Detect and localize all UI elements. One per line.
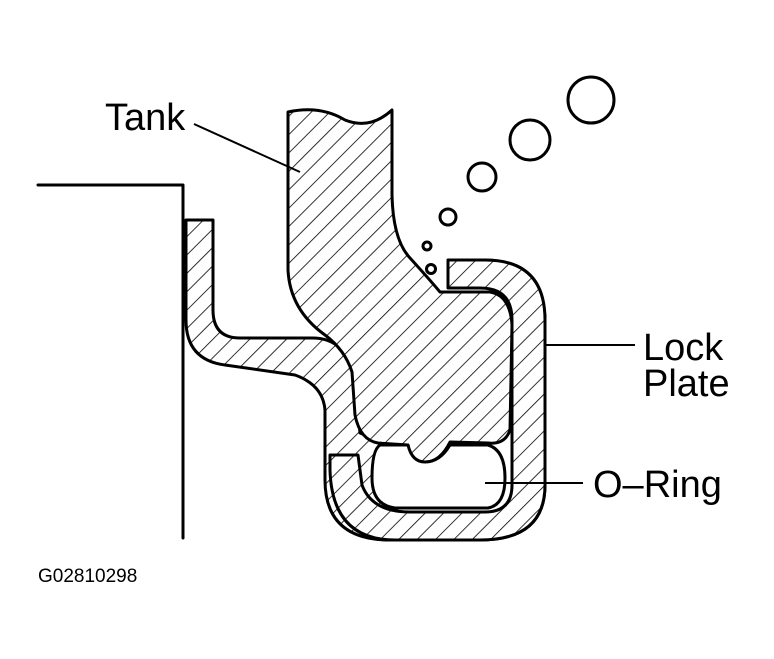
o-ring-label: O–Ring bbox=[593, 464, 722, 506]
bubble bbox=[425, 263, 437, 275]
bubble bbox=[466, 161, 498, 193]
core-plate-outline bbox=[36, 183, 185, 540]
figure-code: G02810298 bbox=[38, 566, 137, 587]
bubble bbox=[438, 207, 458, 227]
lock-plate-label-line2: Plate bbox=[643, 363, 730, 405]
tank-label: Tank bbox=[105, 97, 186, 139]
lock-plate-label-line1: Lock bbox=[643, 327, 724, 369]
o-ring-shape bbox=[370, 443, 507, 510]
bubble bbox=[566, 75, 616, 125]
tank-wall bbox=[286, 108, 514, 464]
lock-plate bbox=[328, 258, 547, 542]
bubble bbox=[508, 118, 552, 162]
bubble bbox=[421, 240, 433, 252]
tank-leader-line bbox=[193, 123, 301, 173]
